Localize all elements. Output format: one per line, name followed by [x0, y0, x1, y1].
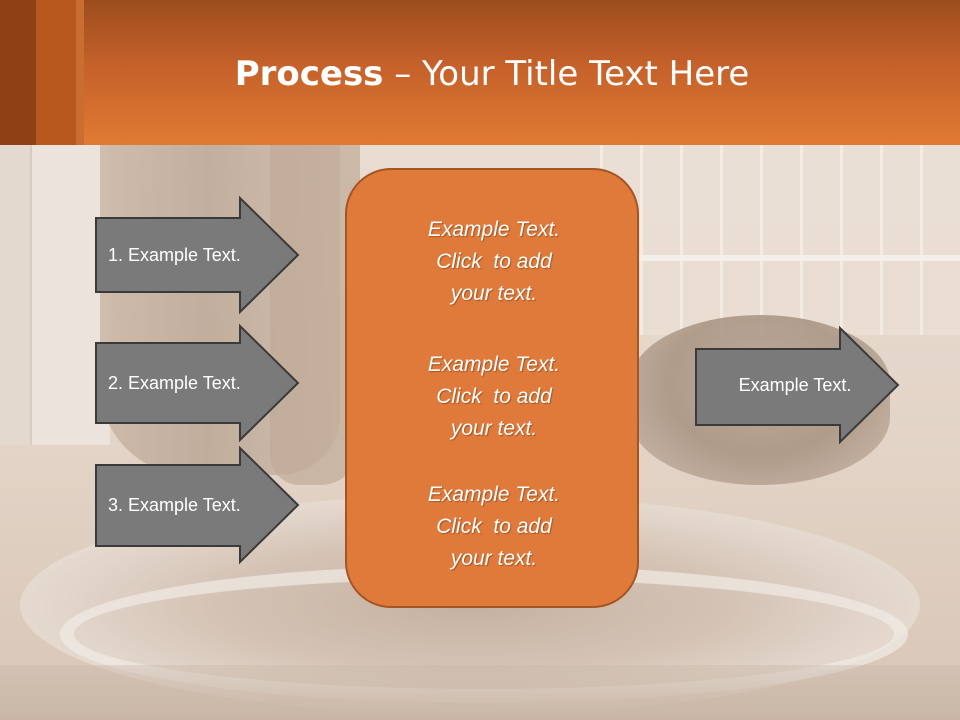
arrow-shape	[95, 323, 300, 443]
photo-railing	[600, 145, 960, 335]
process-text-line: your text.	[450, 547, 538, 570]
step-label: 3. Example Text.	[108, 494, 241, 515]
photo-door	[0, 145, 32, 445]
step-label: 1. Example Text.	[108, 244, 241, 265]
arrow-shape	[95, 195, 300, 315]
process-text-block[interactable]: Example Text. Click to add your text.	[347, 349, 641, 445]
photo-railing-bar	[600, 255, 960, 261]
step-arrow-1[interactable]: 1. Example Text.	[95, 195, 300, 315]
title-bold-part: Process	[234, 54, 384, 94]
header-stripe	[76, 0, 84, 145]
header-stripe	[0, 0, 36, 145]
process-text-block[interactable]: Example Text. Click to add your text.	[347, 479, 641, 575]
title-regular-part: – Your Title Text Here	[383, 54, 750, 94]
slide-title[interactable]: Process – Your Title Text Here	[0, 52, 960, 96]
step-arrow-3[interactable]: 3. Example Text.	[95, 445, 300, 565]
photo-floor	[0, 665, 960, 720]
step-label: 2. Example Text.	[108, 372, 241, 393]
process-box[interactable]: Example Text. Click to add your text. Ex…	[345, 168, 639, 608]
process-text-line: Click to add	[436, 250, 552, 273]
output-label: Example Text.	[738, 374, 852, 395]
step-arrow-2[interactable]: 2. Example Text.	[95, 323, 300, 443]
process-text-line: your text.	[450, 417, 538, 440]
process-text-line: Example Text.	[427, 353, 561, 376]
process-text-line: Example Text.	[427, 483, 561, 506]
process-text-line: Click to add	[436, 515, 552, 538]
arrow-shape	[695, 325, 900, 445]
header-stripe	[36, 0, 76, 145]
process-text-line: Example Text.	[427, 218, 561, 241]
title-bar: Process – Your Title Text Here	[0, 0, 960, 145]
output-arrow[interactable]: Example Text.	[695, 325, 900, 445]
arrow-shape	[95, 445, 300, 565]
process-text-block[interactable]: Example Text. Click to add your text.	[347, 214, 641, 310]
process-text-line: Click to add	[436, 385, 552, 408]
process-text-line: your text.	[450, 282, 538, 305]
